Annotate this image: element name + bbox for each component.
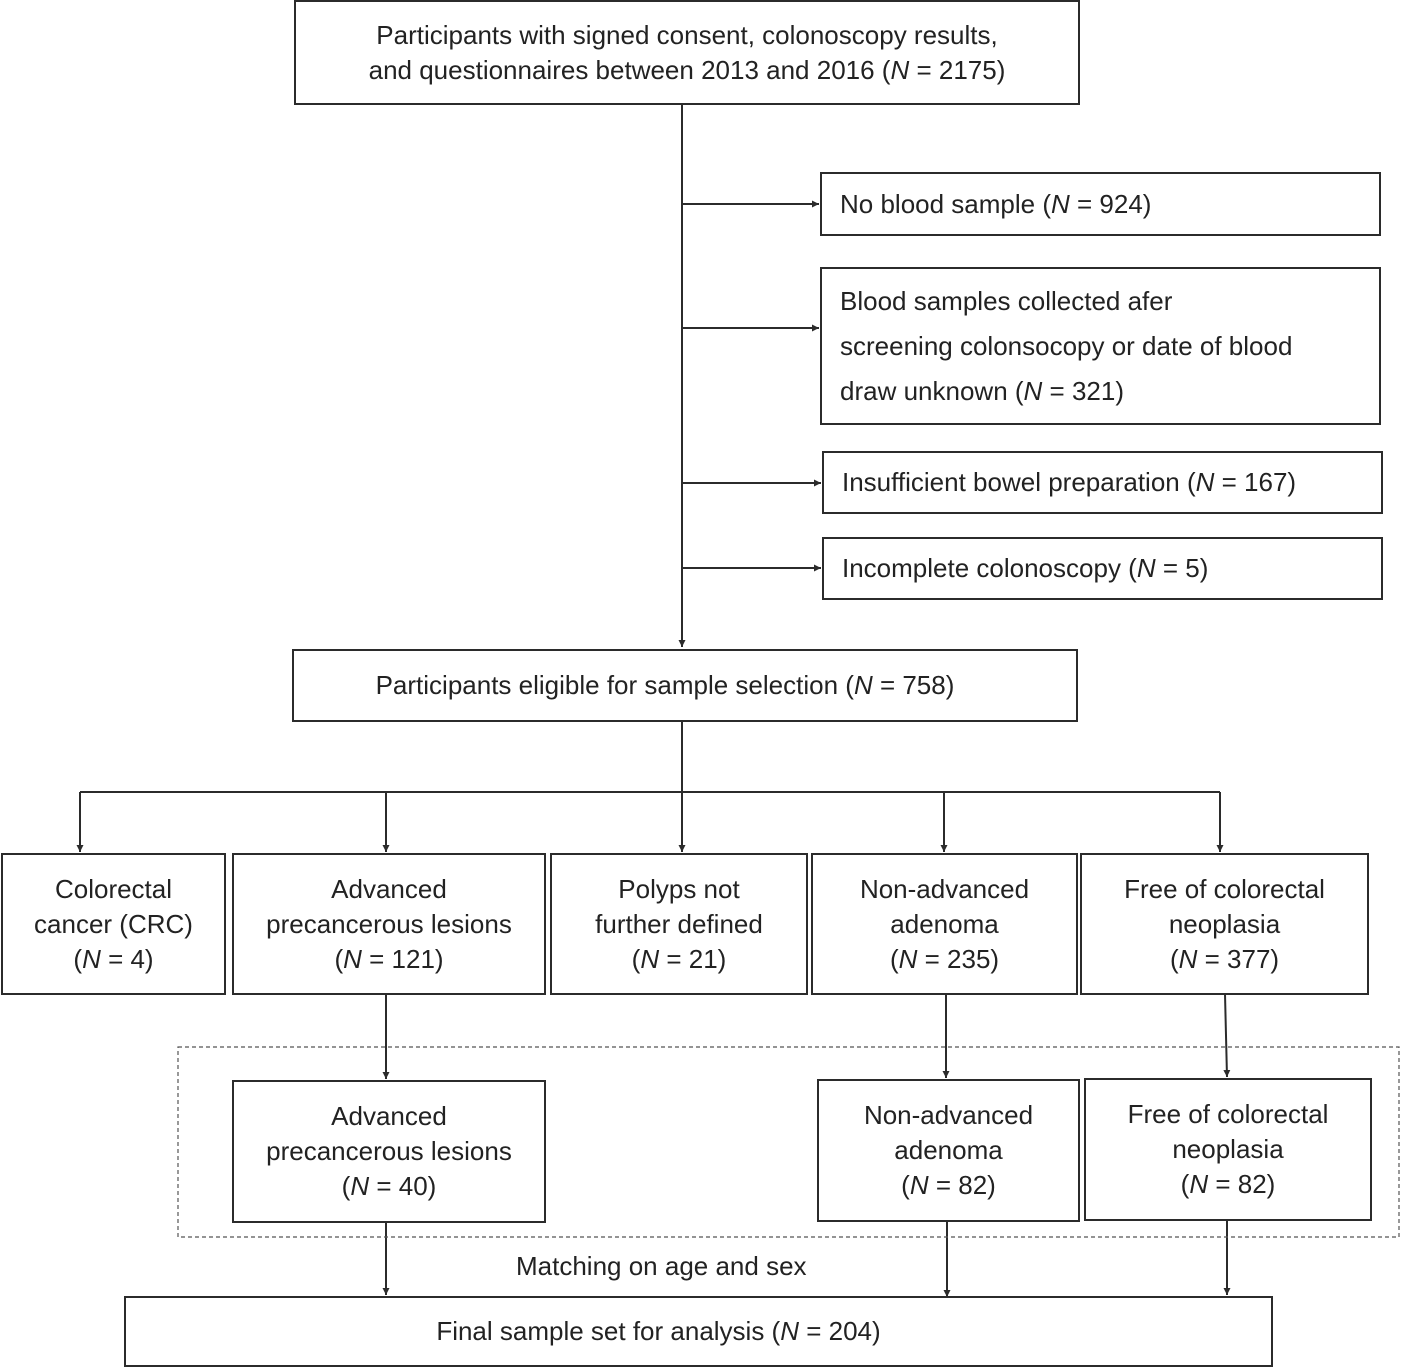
matched-line-1: Non-advanced: [863, 1100, 1034, 1130]
group-box-crc: Colorectal cancer (CRC) (N = 4): [1, 853, 226, 995]
exclusion-label: Incomplete colonoscopy (N = 5): [842, 553, 1209, 583]
matched-count: (N = 82): [1180, 1169, 1276, 1199]
group-line-2: cancer (CRC): [34, 908, 193, 939]
final-label: Final sample set for analysis (N = 204): [436, 1316, 881, 1346]
group-count: (N = 121): [334, 943, 444, 974]
exclusion-line-2: screening colonsocopy or date of blood: [840, 330, 1293, 361]
match-arrow-3: [1223, 993, 1231, 1078]
exclusion-label: No blood sample (N = 924): [840, 188, 1152, 219]
group-line-1: Advanced: [331, 873, 447, 904]
group-line-2: adenoma: [890, 908, 999, 939]
matched-box-free: Free of colorectal neoplasia (N = 82): [1084, 1078, 1372, 1221]
group-line-1: Polyps not: [618, 873, 740, 904]
group-box-non-advanced: Non-advanced adenoma (N = 235): [811, 853, 1078, 995]
root-line-2: and questionnaires between 2013 and 2016…: [368, 54, 1006, 85]
group-count: (N = 377): [1169, 943, 1280, 974]
group-count: (N = 235): [889, 943, 1000, 974]
group-line-1: Colorectal: [54, 873, 173, 904]
root-box: Participants with signed consent, colono…: [294, 0, 1080, 105]
group-count: (N = 21): [631, 943, 727, 974]
group-box-polyps: Polyps not further defined (N = 21): [550, 853, 808, 995]
exclusion-blood-timing-box: Blood samples collected afer screening c…: [820, 267, 1381, 425]
group-box-advanced: Advanced precancerous lesions (N = 121): [232, 853, 546, 995]
matched-count: (N = 40): [341, 1171, 437, 1201]
matched-count: (N = 82): [901, 1170, 996, 1200]
exclusion-label: Insufficient bowel preparation (N = 167): [842, 467, 1297, 497]
group-line-2: further defined: [595, 908, 763, 939]
exclusion-no-blood-box: No blood sample (N = 924): [820, 172, 1381, 236]
matched-box-non-advanced: Non-advanced adenoma (N = 82): [817, 1079, 1080, 1222]
exclusion-bowel-prep-box: Insufficient bowel preparation (N = 167): [822, 451, 1383, 514]
matched-line-1: Advanced: [331, 1101, 447, 1131]
group-count: (N = 4): [73, 943, 154, 974]
matched-line-2: adenoma: [894, 1135, 1003, 1165]
exclusion-line-3: draw unknown (N = 321): [840, 375, 1124, 406]
matching-label: Matching on age and sex: [516, 1251, 807, 1281]
matching-region: [177, 1046, 1400, 1238]
matched-line-1: Free of colorectal: [1127, 1099, 1329, 1129]
exclusion-incomplete-box: Incomplete colonoscopy (N = 5): [822, 537, 1383, 600]
eligible-box: Participants eligible for sample selecti…: [292, 649, 1078, 722]
group-line-2: precancerous lesions: [266, 908, 512, 939]
eligible-label: Participants eligible for sample selecti…: [375, 670, 955, 700]
group-line-2: neoplasia: [1168, 908, 1281, 939]
matched-line-2: precancerous lesions: [266, 1136, 512, 1166]
matched-box-advanced: Advanced precancerous lesions (N = 40): [232, 1080, 546, 1223]
group-line-1: Non-advanced: [859, 873, 1030, 904]
matched-line-2: neoplasia: [1172, 1134, 1284, 1164]
final-box: Final sample set for analysis (N = 204): [124, 1296, 1273, 1367]
group-box-free: Free of colorectal neoplasia (N = 377): [1080, 853, 1369, 995]
group-line-1: Free of colorectal: [1124, 873, 1325, 904]
exclusion-line-1: Blood samples collected afer: [840, 285, 1173, 316]
root-line-1: Participants with signed consent, colono…: [376, 19, 998, 50]
